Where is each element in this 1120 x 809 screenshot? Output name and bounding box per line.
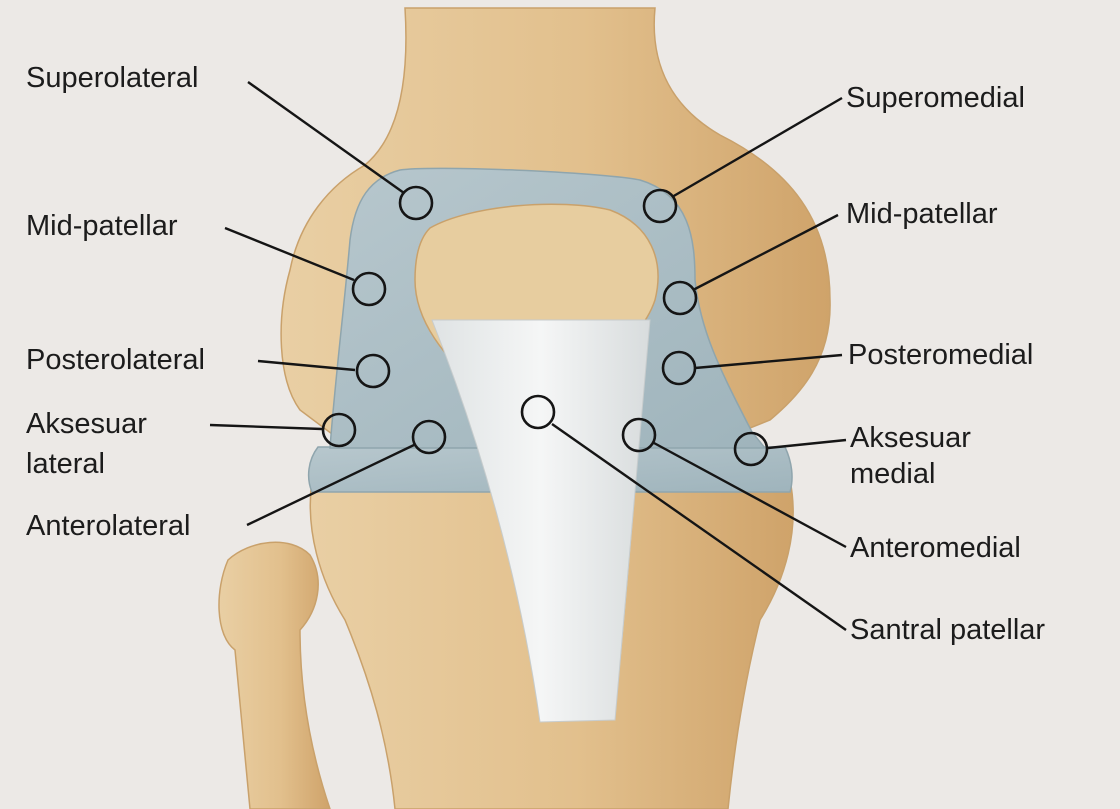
- label-aksesuar-lateral-line1: Aksesuar: [26, 406, 147, 442]
- label-anterolateral: Anterolateral: [26, 508, 190, 544]
- label-santral-patellar: Santral patellar: [850, 612, 1045, 648]
- leader-aksesuar-lateral: [210, 425, 322, 429]
- label-aksesuar-lateral-line2: lateral: [26, 446, 105, 482]
- label-anteromedial: Anteromedial: [850, 530, 1021, 566]
- label-aksesuar-medial-line1: Aksesuar: [850, 420, 971, 456]
- label-mid-patellar-left: Mid-patellar: [26, 208, 178, 244]
- leader-aksesuar-medial: [768, 440, 846, 448]
- leader-superolateral: [248, 82, 404, 193]
- fibula-bone: [219, 542, 330, 809]
- label-mid-patellar-right: Mid-patellar: [846, 196, 998, 232]
- label-aksesuar-medial-line2: medial: [850, 456, 935, 492]
- label-posteromedial: Posteromedial: [848, 337, 1033, 373]
- label-superolateral: Superolateral: [26, 60, 199, 96]
- label-posterolateral: Posterolateral: [26, 342, 205, 378]
- label-superomedial: Superomedial: [846, 80, 1025, 116]
